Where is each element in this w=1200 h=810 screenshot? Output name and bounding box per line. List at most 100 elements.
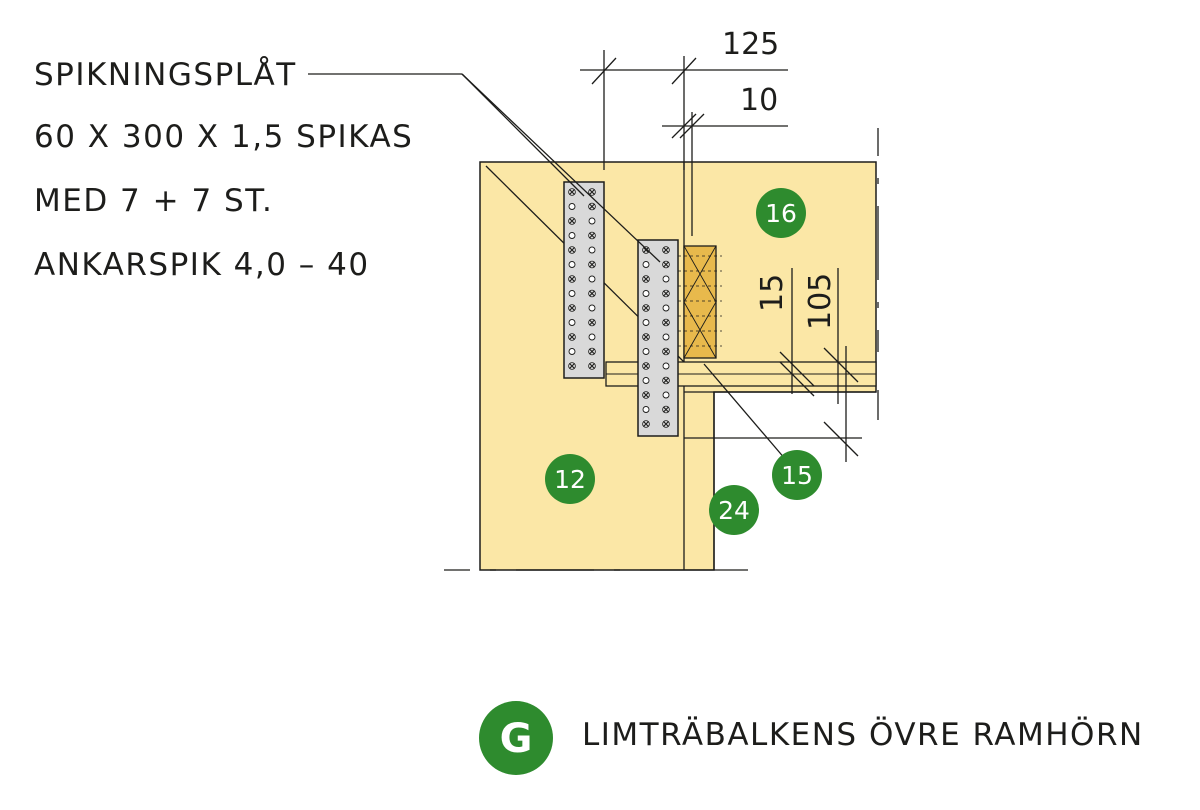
nail-hole	[642, 290, 650, 297]
dim-15-label: 15	[755, 274, 790, 312]
nail-hole	[662, 347, 670, 356]
nail-hole	[642, 275, 650, 283]
wood-block	[678, 245, 722, 359]
badge-12: 12	[545, 454, 595, 504]
nail-hole	[662, 391, 670, 399]
nail-hole	[588, 318, 596, 327]
nail-hole	[662, 362, 670, 370]
anchor-nail	[663, 261, 669, 268]
nail-hole	[588, 362, 596, 370]
nail-hole	[568, 203, 576, 210]
anchor-nail	[569, 247, 575, 253]
nail-hole	[642, 348, 650, 355]
svg-text:15: 15	[781, 461, 813, 490]
dimension-15	[779, 268, 815, 397]
nail-hole	[588, 347, 596, 356]
nail-hole	[662, 246, 670, 254]
nail-hole	[568, 232, 576, 239]
nail-hole	[588, 188, 596, 196]
nail-hole	[588, 289, 596, 298]
anchor-nail	[663, 290, 669, 297]
nail-hole	[642, 246, 650, 254]
nail-hole	[588, 202, 596, 211]
nail-hole	[568, 261, 576, 268]
nail-hole	[642, 377, 650, 384]
nail-hole	[662, 420, 670, 428]
nail-hole	[642, 261, 650, 268]
nail-hole	[588, 304, 596, 312]
anchor-nail	[569, 276, 575, 282]
anchor-nail	[643, 334, 649, 340]
dim-10-label: 10	[740, 83, 778, 118]
dim-125-label: 125	[722, 27, 779, 62]
anchor-nail	[643, 305, 649, 311]
nail-hole	[568, 246, 576, 254]
anchor-nail	[589, 232, 595, 239]
nail-hole	[588, 246, 596, 254]
nail-hole	[568, 333, 576, 341]
dimension-125	[580, 50, 788, 170]
anchor-nail	[589, 348, 595, 355]
nail-hole	[662, 304, 670, 312]
caption-badge: G	[479, 701, 553, 775]
note-line-2: 60 X 300 X 1,5 SPIKAS	[34, 119, 414, 155]
nail-hole	[568, 290, 576, 297]
nail-hole	[588, 333, 596, 341]
nail-hole	[662, 333, 670, 341]
nail-hole	[642, 420, 650, 428]
anchor-nail	[569, 218, 575, 224]
nail-hole	[568, 275, 576, 283]
note-leader	[308, 73, 661, 263]
nail-hole	[588, 217, 596, 225]
svg-text:16: 16	[765, 199, 797, 228]
note-line-4: ANKARSPIK 4,0 – 40	[34, 247, 370, 283]
nail-hole	[588, 231, 596, 240]
nail-hole	[568, 319, 576, 326]
anchor-nail	[643, 247, 649, 253]
anchor-nail	[643, 363, 649, 369]
anchor-nail	[589, 319, 595, 326]
svg-text:24: 24	[718, 496, 750, 525]
anchor-nail	[663, 247, 669, 253]
nail-hole	[662, 318, 670, 327]
anchor-nail	[589, 363, 595, 369]
nail-hole	[568, 362, 576, 370]
note-line-1: SPIKNINGSPLÅT	[34, 57, 297, 93]
nail-hole	[662, 289, 670, 298]
nail-hole	[642, 362, 650, 370]
anchor-nail	[569, 305, 575, 311]
anchor-nail	[589, 203, 595, 210]
nail-hole	[588, 260, 596, 269]
nail-hole	[662, 405, 670, 414]
anchor-nail	[663, 406, 669, 413]
nail-hole	[662, 275, 670, 283]
anchor-nail	[569, 363, 575, 369]
anchor-nail	[643, 392, 649, 398]
anchor-nail	[663, 319, 669, 326]
nail-hole	[642, 304, 650, 312]
caption-title: LIMTRÄBALKENS ÖVRE RAMHÖRN	[582, 717, 1144, 753]
nail-hole	[662, 260, 670, 269]
nail-hole	[642, 406, 650, 413]
nail-hole	[568, 217, 576, 225]
anchor-nail	[643, 276, 649, 282]
nailing-plate-right	[637, 239, 679, 437]
svg-text:12: 12	[554, 465, 586, 494]
anchor-nail	[589, 261, 595, 268]
nail-hole	[588, 275, 596, 283]
badge-15-leader	[703, 363, 787, 461]
anchor-nail	[663, 348, 669, 355]
nailing-plate-left	[563, 181, 605, 379]
dimension-105	[823, 268, 859, 462]
note-line-3: MED 7 + 7 ST.	[34, 183, 274, 219]
dimension-10	[662, 112, 788, 236]
nail-hole	[568, 188, 576, 196]
anchor-nail	[589, 290, 595, 297]
nail-hole	[642, 333, 650, 341]
badge-24: 24	[709, 485, 759, 535]
nail-hole	[642, 319, 650, 326]
nail-hole	[662, 376, 670, 385]
nail-hole	[642, 391, 650, 399]
